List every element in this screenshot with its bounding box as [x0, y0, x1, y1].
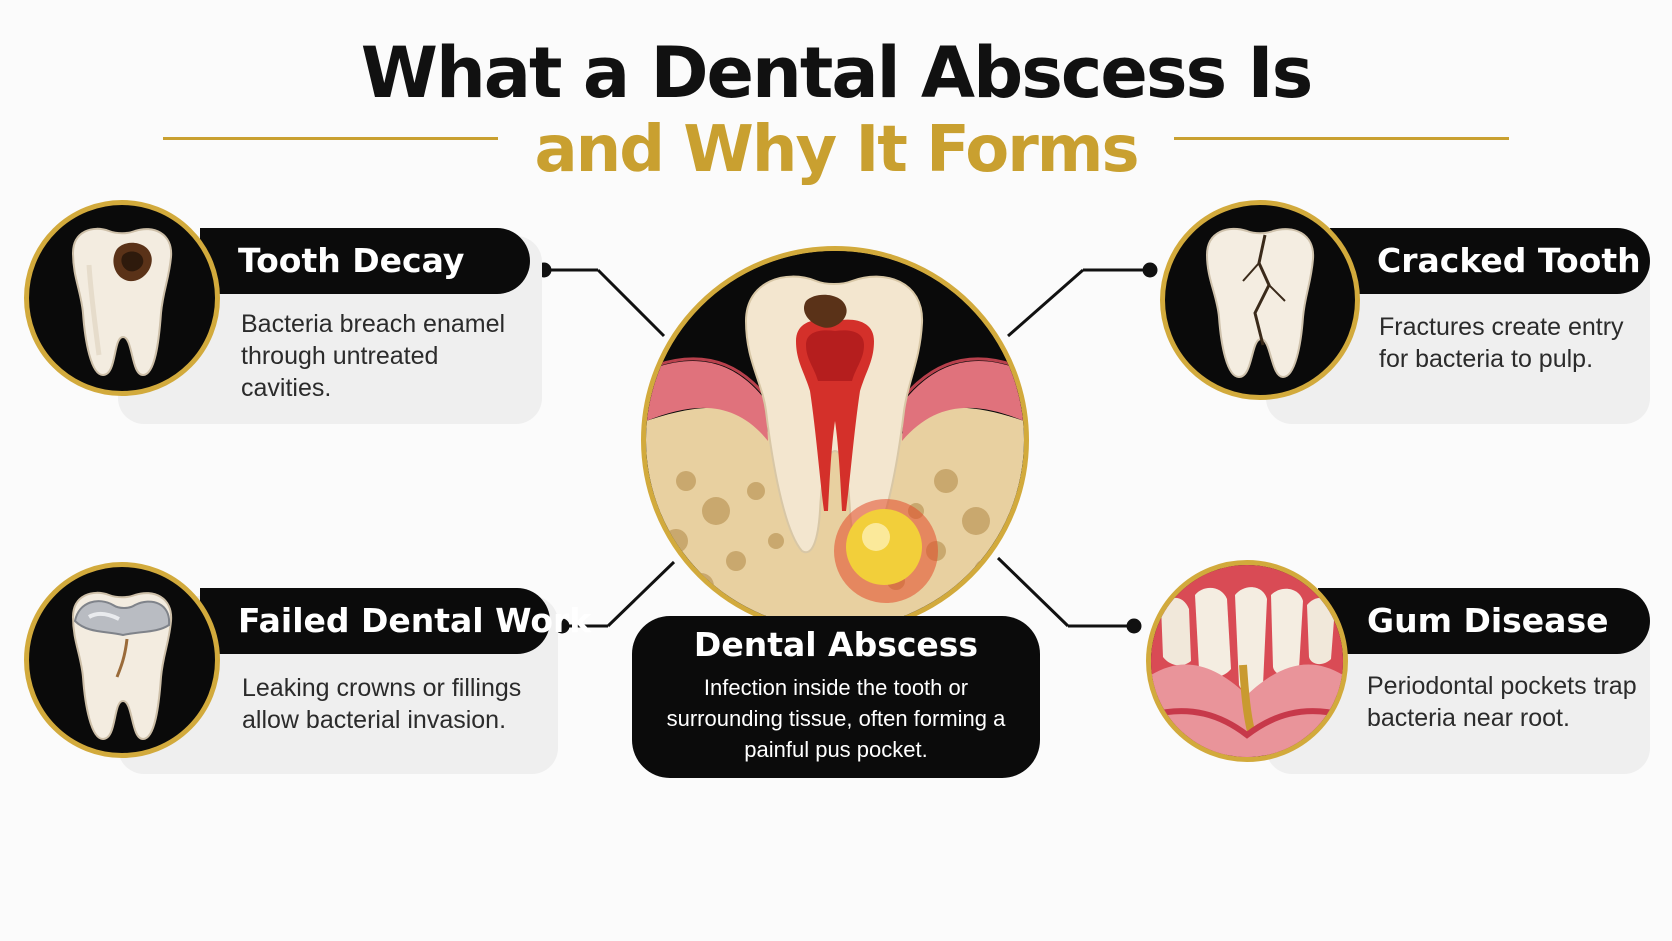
page-title: What a Dental Abscess Is [360, 32, 1314, 114]
cause-label-pill [200, 228, 530, 294]
cause-description: Bacteria breach enamel through untreated… [241, 310, 506, 402]
cause-label-pill [1330, 228, 1650, 294]
decayed-tooth-icon [24, 200, 220, 396]
gum-disease-icon [1146, 560, 1348, 762]
cause-label: Failed Dental Work [238, 601, 592, 640]
abscess-description: Infection inside the tooth or surroundin… [666, 675, 1006, 762]
connector-dot [1126, 618, 1142, 634]
page-subtitle: and Why It Forms [534, 113, 1139, 187]
connector-dot [1142, 262, 1158, 278]
title-divider-right [1174, 137, 1509, 140]
crowned-tooth-icon [24, 562, 220, 758]
cause-label: Tooth Decay [238, 241, 465, 280]
cause-description: Fractures create entry for bacteria to p… [1379, 313, 1624, 373]
title-divider-left [163, 137, 498, 140]
cause-label: Gum Disease [1367, 601, 1609, 640]
cause-description: Periodontal pockets trap bacteria near r… [1367, 672, 1637, 732]
abscess-illustration-icon [641, 246, 1029, 634]
abscess-label: Dental Abscess [693, 625, 979, 664]
cause-label-pill [200, 588, 550, 654]
abscess-caption-box [632, 616, 1040, 778]
cause-label-pill [1318, 588, 1650, 654]
cracked-tooth-icon [1160, 200, 1360, 400]
cause-label: Cracked Tooth [1377, 241, 1641, 280]
cause-description: Leaking crowns or fillings allow bacteri… [242, 674, 522, 734]
